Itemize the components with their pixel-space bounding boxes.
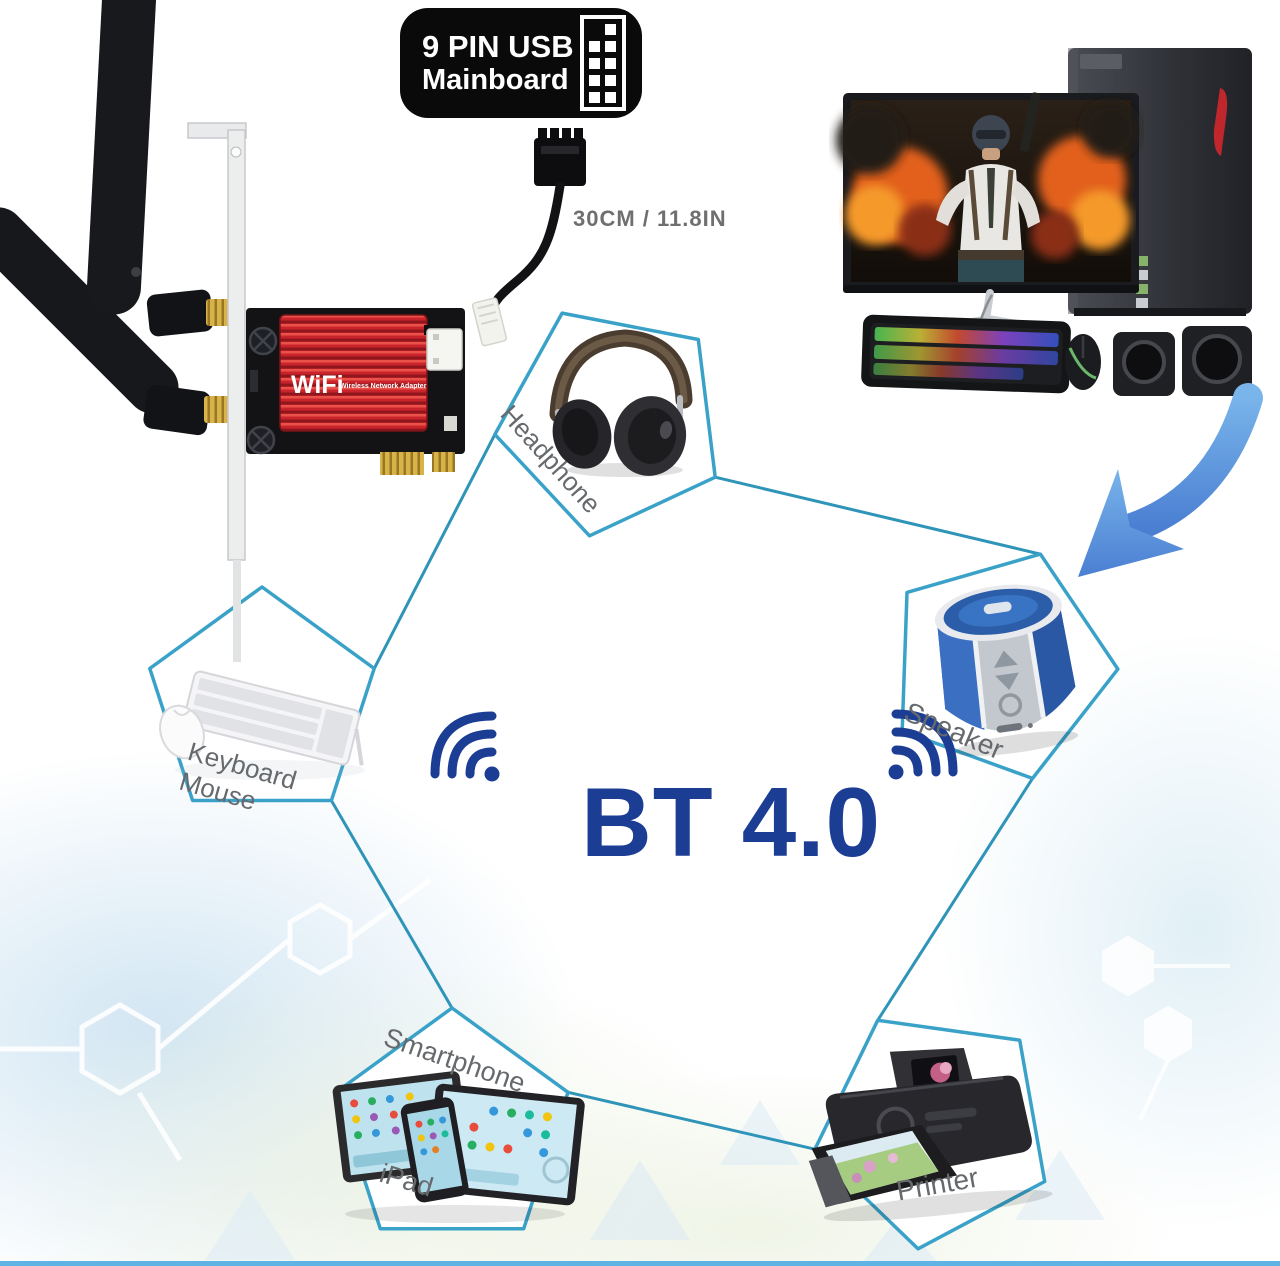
antenna-top xyxy=(86,0,236,337)
9pin-header-icon xyxy=(580,15,626,111)
badge-text: 9 PIN USB Mainboard xyxy=(422,29,574,98)
monitor xyxy=(836,92,1139,336)
ring-link-keyboard-smartphone xyxy=(330,799,454,1009)
desktop-speakers xyxy=(1113,326,1252,396)
cable-white-plug xyxy=(471,297,508,347)
9pin-usb-badge: 9 PIN USB Mainboard xyxy=(400,8,642,118)
bt-version-title: BT 4.0 xyxy=(580,767,882,877)
antenna-left xyxy=(0,207,234,436)
gaming-mouse xyxy=(1065,334,1101,390)
ring-link-speaker-printer xyxy=(876,777,1034,1022)
bottom-border-stripe xyxy=(0,1261,1280,1266)
bt-speaker-image xyxy=(934,584,1079,756)
badge-line2: Mainboard xyxy=(422,64,569,97)
bt-signal-right-icon xyxy=(888,709,958,780)
badge-line1: 9 PIN USB xyxy=(422,28,574,64)
ring-link-headphone-keyboard xyxy=(372,433,497,670)
cable-length-label: 30CM / 11.8IN xyxy=(573,206,727,231)
monitor-game-scene xyxy=(836,92,1138,282)
usb-header-cable xyxy=(471,128,586,347)
rgb-keyboard xyxy=(861,294,1071,394)
bt-signal-left-icon xyxy=(430,711,500,782)
heatsink: WiFi Wireless Network Adapter xyxy=(279,314,428,432)
adapter-brand-text: WiFi xyxy=(291,371,344,399)
adapter-subtitle-text: Wireless Network Adapter xyxy=(340,383,427,390)
smartphone-ipad-image xyxy=(332,1071,585,1223)
wifi-pcie-adapter: WiFi Wireless Network Adapter xyxy=(0,0,465,662)
ring-link-headphone-speaker xyxy=(714,475,1041,556)
printer-image xyxy=(808,1048,1053,1222)
headphone-image xyxy=(549,329,693,477)
gaming-pc-set xyxy=(836,48,1252,396)
card-usb-header xyxy=(424,325,464,371)
down-left-arrow-icon xyxy=(1078,383,1263,577)
ring-link-printer-smartphone xyxy=(567,1090,816,1151)
keyboard-mouse-image xyxy=(159,670,365,780)
mounting-bracket xyxy=(187,122,247,662)
